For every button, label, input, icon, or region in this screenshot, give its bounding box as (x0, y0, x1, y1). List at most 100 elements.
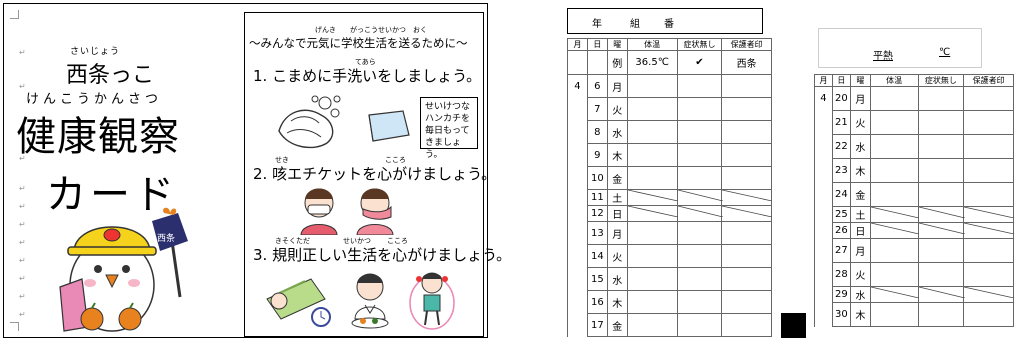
guardian-seal-cell[interactable] (721, 143, 772, 167)
no-symptom-check-cell[interactable] (917, 158, 965, 183)
paragraph-mark: ↵ (19, 154, 26, 163)
temperature-input-cell[interactable] (626, 166, 678, 190)
day-cell: 13 (586, 221, 608, 245)
no-symptom-check-cell[interactable] (676, 143, 723, 167)
guardian-seal-cell[interactable] (963, 86, 1014, 111)
note-line: ハンカチを (425, 114, 471, 124)
temperature-input-cell[interactable] (626, 313, 678, 337)
no-symptom-check-cell[interactable] (676, 74, 723, 98)
no-symptom-check-cell[interactable] (676, 97, 723, 121)
no-symptom-check-cell[interactable] (917, 110, 965, 135)
no-symptom-check-cell[interactable] (917, 86, 965, 111)
no-symptom-check-cell[interactable] (676, 290, 723, 314)
day-cell: 17 (586, 313, 608, 337)
guardian-seal-cell[interactable] (963, 262, 1014, 287)
temperature-input-cell[interactable] (626, 97, 678, 121)
guardian-seal-cell[interactable] (963, 182, 1014, 207)
guardian-seal-cell[interactable] (721, 290, 772, 314)
no-symptom-check-cell[interactable] (676, 221, 723, 245)
example-label: 例 (606, 50, 628, 75)
month-cell (814, 182, 833, 207)
day-cell: 22 (831, 134, 851, 159)
guardian-seal-cell[interactable] (963, 134, 1014, 159)
crossed-out-cell (963, 286, 1015, 303)
no-symptom-check-cell[interactable] (676, 267, 723, 291)
temperature-input-cell[interactable] (869, 134, 919, 159)
example-check-icon: ✔ (676, 50, 723, 75)
guardian-seal-cell[interactable] (721, 267, 772, 291)
temperature-input-cell[interactable] (626, 244, 678, 268)
crossed-out-cell (917, 222, 965, 239)
guardian-seal-cell[interactable] (721, 74, 772, 98)
temperature-input-cell[interactable] (626, 290, 678, 314)
diagonal-line (918, 207, 965, 218)
temperature-input-cell[interactable] (869, 86, 919, 111)
jumping-rope-child-icon (409, 272, 455, 330)
temperature-input-cell[interactable] (626, 143, 678, 167)
black-square-marker (781, 313, 806, 338)
month-cell: 4 (814, 86, 833, 111)
temperature-input-cell[interactable] (626, 267, 678, 291)
temperature-input-cell[interactable] (869, 302, 919, 327)
temperature-input-cell[interactable] (869, 238, 919, 263)
no-symptom-check-cell[interactable] (676, 244, 723, 268)
normal-temp-unit: ℃ (939, 47, 951, 58)
tip-cough-etiquette: 2. 咳エチケットを心がけましょう。 (253, 165, 497, 183)
paragraph-mark: ↵ (19, 202, 26, 211)
guardian-seal-cell[interactable] (721, 221, 772, 245)
guardian-seal-cell[interactable] (721, 244, 772, 268)
day-cell: 27 (831, 238, 851, 263)
crossed-out-cell (626, 189, 678, 206)
no-symptom-check-cell[interactable] (917, 134, 965, 159)
guardian-seal-cell[interactable] (721, 120, 772, 144)
guardian-seal-cell[interactable] (963, 238, 1014, 263)
temperature-input-cell[interactable] (869, 158, 919, 183)
day-cell: 14 (586, 244, 608, 268)
crossed-out-cell (917, 286, 965, 303)
temperature-input-cell[interactable] (869, 110, 919, 135)
temperature-input-cell[interactable] (869, 182, 919, 207)
sleeping-child-icon (266, 278, 331, 327)
temperature-input-cell[interactable] (626, 120, 678, 144)
paragraph-mark: ↵ (19, 292, 26, 301)
month-cell (567, 290, 588, 314)
month-cell (567, 313, 588, 337)
month-cell (814, 110, 833, 135)
handkerchief-note: せいけつな ハンカチを 毎日もって きましょう。 (420, 97, 478, 160)
weekday-cell: 火 (606, 97, 628, 121)
weekday-cell: 火 (606, 244, 628, 268)
no-symptom-check-cell[interactable] (917, 238, 965, 263)
crossed-out-cell (676, 189, 723, 206)
paragraph-mark: ↵ (19, 256, 26, 265)
weekday-cell: 木 (849, 158, 871, 183)
guardian-seal-cell[interactable] (721, 313, 772, 337)
temperature-input-cell[interactable] (626, 74, 678, 98)
no-symptom-check-cell[interactable] (676, 120, 723, 144)
guardian-seal-cell[interactable] (963, 158, 1014, 183)
crossed-out-cell (721, 189, 773, 206)
guardian-seal-cell[interactable] (721, 166, 772, 190)
no-symptom-check-cell[interactable] (676, 313, 723, 337)
no-symptom-check-cell[interactable] (917, 302, 965, 327)
temperature-input-cell[interactable] (626, 221, 678, 245)
crossed-out-cell (869, 222, 919, 239)
guardian-seal-cell[interactable] (963, 302, 1014, 327)
weekday-cell: 金 (606, 166, 628, 190)
no-symptom-check-cell[interactable] (676, 166, 723, 190)
weekday-cell: 月 (606, 74, 628, 98)
month-cell (814, 134, 833, 159)
month-cell (567, 120, 588, 144)
no-symptom-check-cell[interactable] (917, 182, 965, 207)
handkerchief-icon (368, 110, 410, 142)
no-symptom-check-cell[interactable] (917, 262, 965, 287)
temperature-input-cell[interactable] (869, 262, 919, 287)
weekday-cell: 火 (849, 110, 871, 135)
guardian-seal-cell[interactable] (721, 97, 772, 121)
guardian-seal-cell[interactable] (963, 110, 1014, 135)
